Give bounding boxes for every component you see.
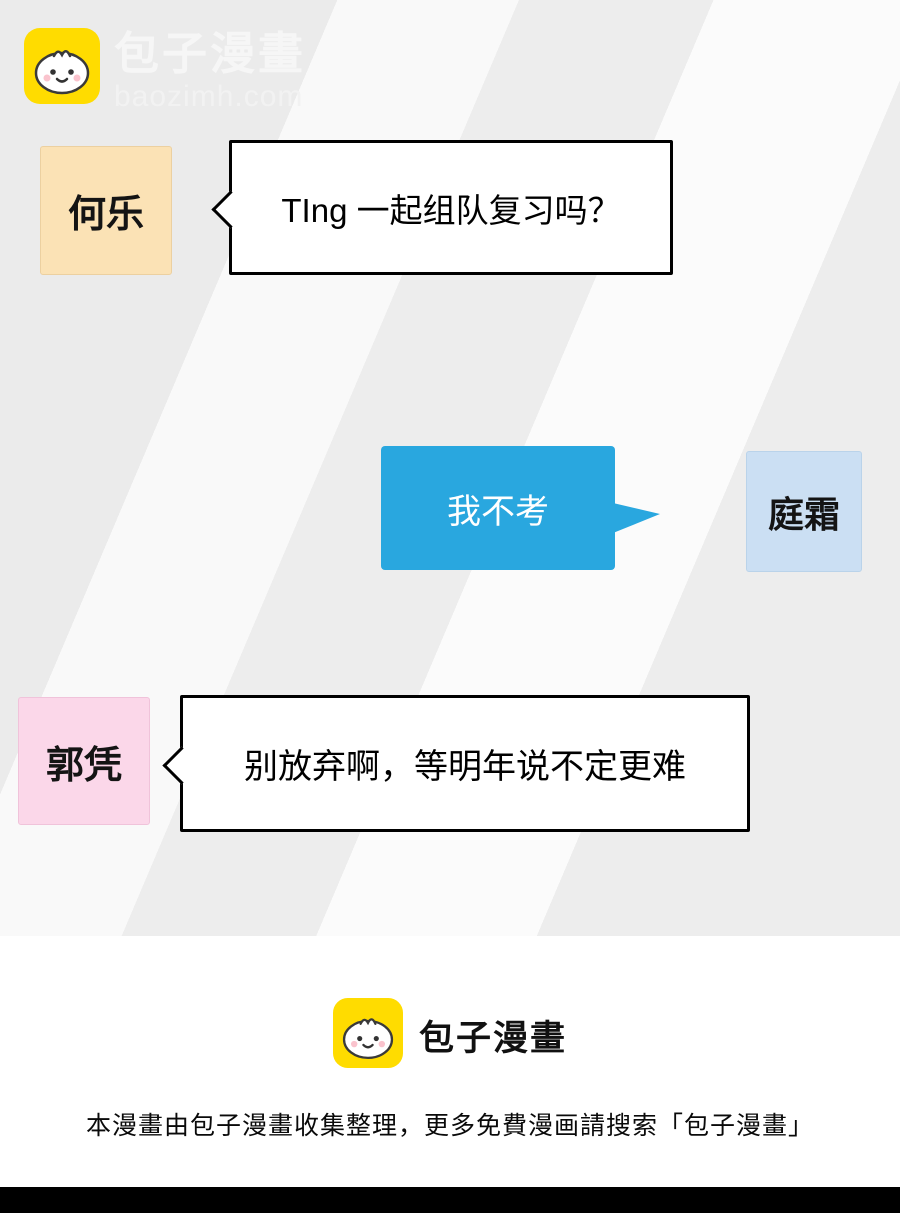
footer-brand-name: 包子漫畫: [418, 1019, 567, 1058]
site-brand: 包子漫畫 baozimh.com: [24, 28, 306, 114]
bubble-text: 我不考: [447, 492, 549, 531]
speech-bubble: 我不考: [381, 446, 660, 570]
footer-brand: 包子漫畫: [0, 998, 900, 1073]
speech-bubble: 别放弃啊，等明年说不定更难: [162, 695, 750, 832]
bubble-tail-right: [613, 503, 660, 533]
speech-bubble: TIng 一起组队复习吗？: [211, 140, 673, 275]
footer-notice: 本漫畫由包子漫畫收集整理，更多免費漫画請搜索「包子漫畫」: [85, 1112, 814, 1140]
site-brand-text: 包子漫畫 baozimh.com: [114, 28, 306, 114]
site-domain: baozimh.com: [114, 79, 304, 113]
speaker-name-box: 庭霜: [746, 451, 862, 572]
bubble-text: 别放弃啊，等明年说不定更难: [244, 748, 686, 786]
baozi-logo-icon: [332, 998, 403, 1073]
bubble-text: TIng 一起组队复习吗？: [281, 191, 621, 229]
speaker-name-box: 何乐: [40, 146, 172, 275]
bottom-black-bar: [0, 1187, 900, 1213]
baozi-logo-icon: [24, 28, 100, 109]
speaker-name-box: 郭凭: [18, 697, 150, 825]
site-name: 包子漫畫: [114, 28, 307, 79]
